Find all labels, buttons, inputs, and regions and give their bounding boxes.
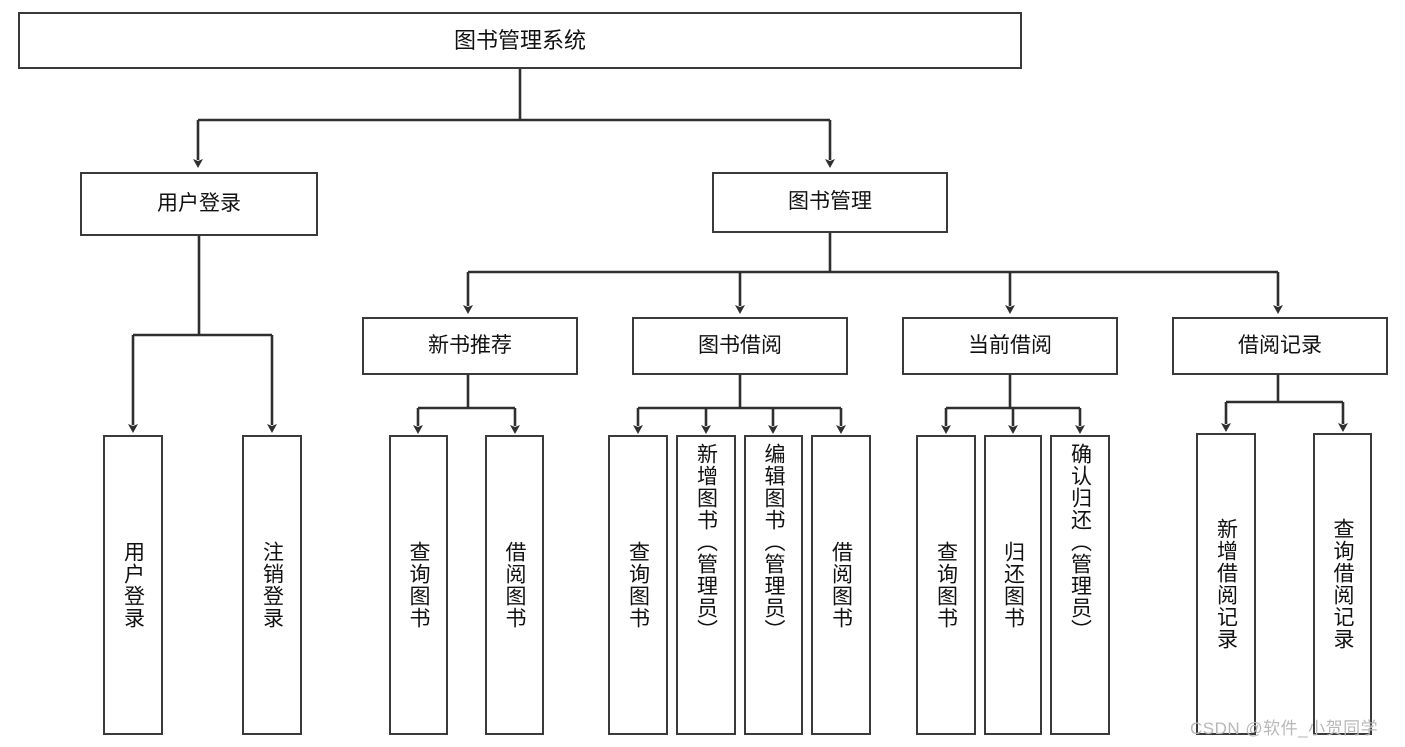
leaf-query-book-current[interactable]: 查询图书 (916, 435, 976, 735)
leaf-edit-book[interactable]: 编辑图书（管理员） (744, 435, 803, 735)
node-label: 借阅图书 (503, 541, 526, 629)
node-label: 查询图书 (626, 541, 650, 629)
leaf-user-login[interactable]: 用户登录 (103, 435, 163, 735)
node-label: 借阅图书 (829, 541, 853, 629)
leaf-return-book[interactable]: 归还图书 (984, 435, 1042, 735)
node-label: 图书管理系统 (453, 27, 586, 53)
watermark-text: CSDN @软件_小贺同学 (1190, 719, 1379, 738)
node-label: 当前借阅 (968, 333, 1052, 357)
node-label: 确认归还（管理员） (1068, 443, 1092, 641)
leaf-borrow-book[interactable]: 借阅图书 (811, 435, 871, 735)
node-label: 图书管理 (788, 190, 872, 214)
node-label: 新增图书（管理员） (694, 443, 718, 641)
node-label: 查询图书 (934, 541, 958, 629)
leaf-add-borrow-record[interactable]: 新增借阅记录 (1196, 433, 1256, 735)
node-label: 查询借阅记录 (1331, 518, 1354, 650)
leaf-add-book[interactable]: 新增图书（管理员） (676, 435, 736, 735)
leaf-confirm-return[interactable]: 确认归还（管理员） (1050, 435, 1110, 735)
node-label: 归还图书 (1001, 541, 1025, 629)
node-label: 新书推荐 (428, 333, 512, 357)
node-label: 注销登录 (260, 541, 284, 629)
node-label: 新增借阅记录 (1214, 518, 1238, 650)
node-new-book-recommend[interactable]: 新书推荐 (362, 317, 578, 375)
node-label: 借阅记录 (1238, 333, 1322, 357)
node-borrow-record[interactable]: 借阅记录 (1172, 317, 1388, 375)
node-user-login[interactable]: 用户登录 (80, 172, 318, 236)
leaf-query-book-borrow[interactable]: 查询图书 (608, 435, 668, 735)
node-root-system[interactable]: 图书管理系统 (18, 12, 1022, 69)
node-label: 查询图书 (407, 541, 430, 629)
leaf-query-borrow-record[interactable]: 查询借阅记录 (1313, 433, 1372, 735)
leaf-borrow-book-recommend[interactable]: 借阅图书 (485, 435, 544, 735)
node-label: 图书借阅 (698, 333, 782, 357)
leaf-query-book-recommend[interactable]: 查询图书 (389, 435, 448, 735)
node-label: 用户登录 (121, 541, 145, 629)
node-current-borrow[interactable]: 当前借阅 (902, 317, 1118, 375)
leaf-logout[interactable]: 注销登录 (242, 435, 302, 735)
node-label: 用户登录 (157, 191, 241, 215)
node-label: 编辑图书（管理员） (762, 443, 785, 641)
node-book-manage[interactable]: 图书管理 (712, 172, 948, 233)
node-book-borrow[interactable]: 图书借阅 (632, 317, 848, 375)
